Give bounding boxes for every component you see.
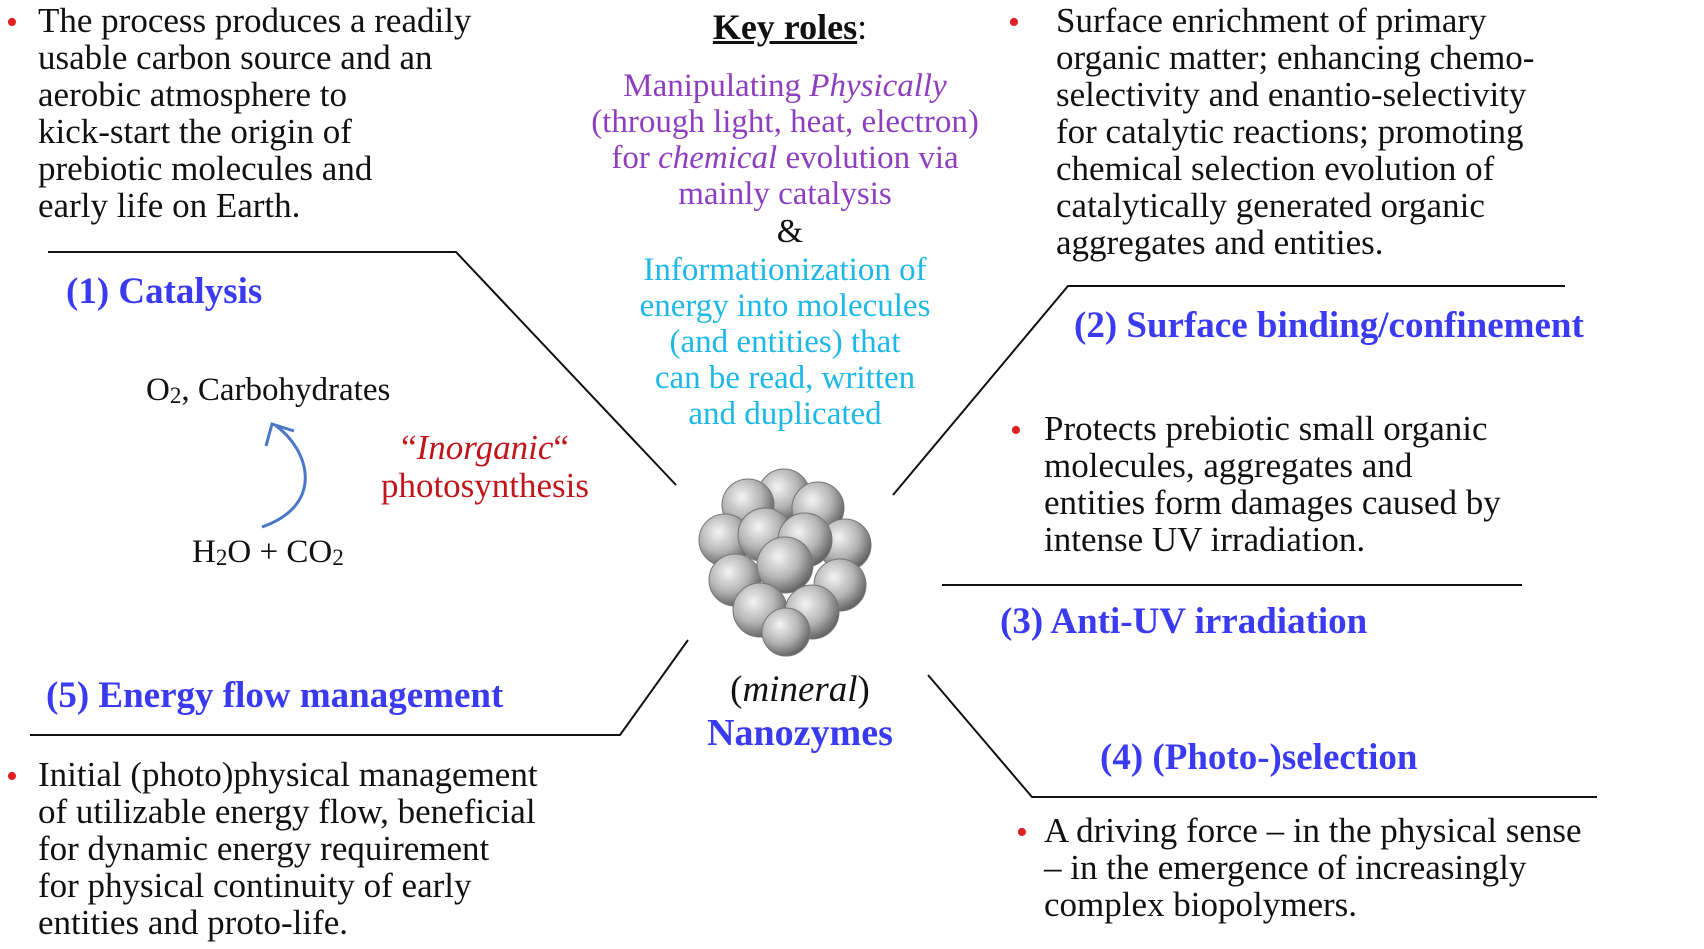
text-line: The process produces a readily (38, 1, 472, 40)
surface-binding-text: Surface enrichment of primary organic ma… (1056, 2, 1534, 261)
catalysis-text: The process produces a readily usable ca… (38, 2, 471, 224)
nanozyme-cluster-icon (698, 468, 872, 657)
purple-line: mainly catalysis (540, 176, 1030, 212)
photo-selection-text: A driving force – in the physical sense … (1044, 812, 1582, 923)
text-line: – in the emergence of increasingly (1044, 848, 1527, 887)
label-em: Inorganic (416, 428, 554, 467)
mineral-label: (mineral) (660, 670, 940, 710)
text-line: selectivity and enantio-selectivity (1056, 75, 1527, 114)
text-line: complex biopolymers. (1044, 885, 1358, 924)
formula-sub: 2 (169, 382, 182, 409)
connector-photo-selection (927, 674, 1597, 798)
quote: “ (553, 428, 569, 467)
nanozymes-label: Nanozymes (707, 712, 893, 754)
mineral-word: mineral (742, 669, 858, 710)
cyan-line: (and entities) that (669, 324, 901, 360)
key-roles-information: Informationization of energy into molecu… (560, 252, 1010, 432)
formula-sub: 2 (215, 544, 228, 571)
cyan-line: can be read, written (654, 360, 916, 396)
key-roles-colon: : (857, 7, 868, 47)
text-line: catalytically generated organic (1056, 186, 1485, 225)
photosynthesis-reactants: H2O + CO2 (192, 534, 344, 571)
text-line: Surface enrichment of primary (1056, 1, 1487, 40)
text-line: early life on Earth. (38, 186, 301, 225)
inorganic-photosynthesis-label: “Inorganic“ photosynthesis (350, 429, 620, 505)
connector-surface-binding (892, 285, 1565, 496)
quote: “ (401, 428, 417, 467)
purple-line: Manipulating Physically (540, 68, 1030, 104)
label-line: photosynthesis (380, 466, 590, 505)
text-line: intense UV irradiation. (1044, 520, 1366, 559)
text-line: chemical selection evolution of (1056, 149, 1495, 188)
formula-part: O (146, 372, 170, 408)
anti-uv-text: Protects prebiotic small organic molecul… (1044, 410, 1501, 558)
text-line: prebiotic molecules and (38, 149, 373, 188)
anti-uv-heading: (3) Anti-UV irradiation (1000, 601, 1368, 642)
text-line: kick-start the origin of (38, 112, 352, 151)
cyan-line: and duplicated (688, 396, 882, 432)
photosynthesis-arrow (261, 423, 307, 529)
text-line: Protects prebiotic small organic (1044, 409, 1488, 448)
bullet-icon: • (1016, 814, 1028, 851)
formula-part: H (192, 534, 216, 570)
purple-line-em: Physically (809, 68, 947, 104)
connector-energy-flow (30, 639, 689, 736)
text-line: entities form damages caused by (1044, 483, 1501, 522)
text-line: for dynamic energy requirement (38, 829, 490, 868)
catalysis-heading: (1) Catalysis (66, 271, 263, 312)
text-line: for catalytic reactions; promoting (1056, 112, 1524, 151)
formula-part: , Carbohydrates (181, 372, 391, 408)
photo-selection-heading: (4) (Photo-)selection (1100, 737, 1418, 778)
photosynthesis-product: O2, Carbohydrates (146, 372, 390, 409)
text-line: aerobic atmosphere to (38, 75, 348, 114)
ampersand: & (776, 213, 804, 250)
text-line: molecules, aggregates and (1044, 446, 1413, 485)
purple-line: (through light, heat, electron) (540, 104, 1030, 140)
cyan-line: energy into molecules (639, 288, 931, 324)
purple-line-em: chemical (658, 140, 778, 176)
text-line: usable carbon source and an (38, 38, 433, 77)
text-line: A driving force – in the physical sense (1044, 811, 1582, 850)
cyan-line: Informationization of (643, 252, 927, 288)
text-line: of utilizable energy flow, beneficial (38, 792, 536, 831)
connector-catalysis (48, 251, 677, 486)
purple-line-text: evolution via (777, 140, 959, 176)
bullet-icon: • (6, 4, 18, 41)
bullet-icon: • (6, 758, 18, 795)
paren: ) (857, 669, 870, 710)
purple-line-text: for (611, 140, 659, 176)
surface-binding-heading: (2) Surface binding/confinement (1074, 305, 1584, 346)
text-line: for physical continuity of early (38, 866, 472, 905)
purple-line: for chemical evolution via (540, 140, 1030, 176)
text-line: aggregates and entities. (1056, 223, 1384, 262)
text-line: Initial (photo)physical management (38, 755, 538, 794)
energy-flow-text: Initial (photo)physical management of ut… (38, 756, 538, 941)
energy-flow-heading: (5) Energy flow management (46, 675, 504, 716)
key-roles-title: Key roles: (640, 6, 940, 48)
formula-sub: 2 (332, 544, 344, 571)
key-roles-title-text: Key roles (712, 7, 858, 47)
text-line: organic matter; enhancing chemo- (1056, 38, 1535, 77)
bullet-icon: • (1010, 412, 1022, 449)
photosynthesis-arrow-head (264, 422, 295, 447)
bullet-icon: • (1008, 4, 1020, 41)
purple-line-text: (through light, heat, electron) (591, 104, 979, 140)
purple-line-text: mainly catalysis (678, 176, 892, 212)
text-line: entities and proto-life. (38, 903, 349, 942)
key-roles-physical: Manipulating Physically (through light, … (540, 68, 1030, 212)
paren: ( (730, 669, 743, 710)
purple-line-text: Manipulating (623, 68, 810, 104)
formula-part: O + CO (227, 534, 333, 570)
label-line: “Inorganic“ (350, 429, 620, 467)
